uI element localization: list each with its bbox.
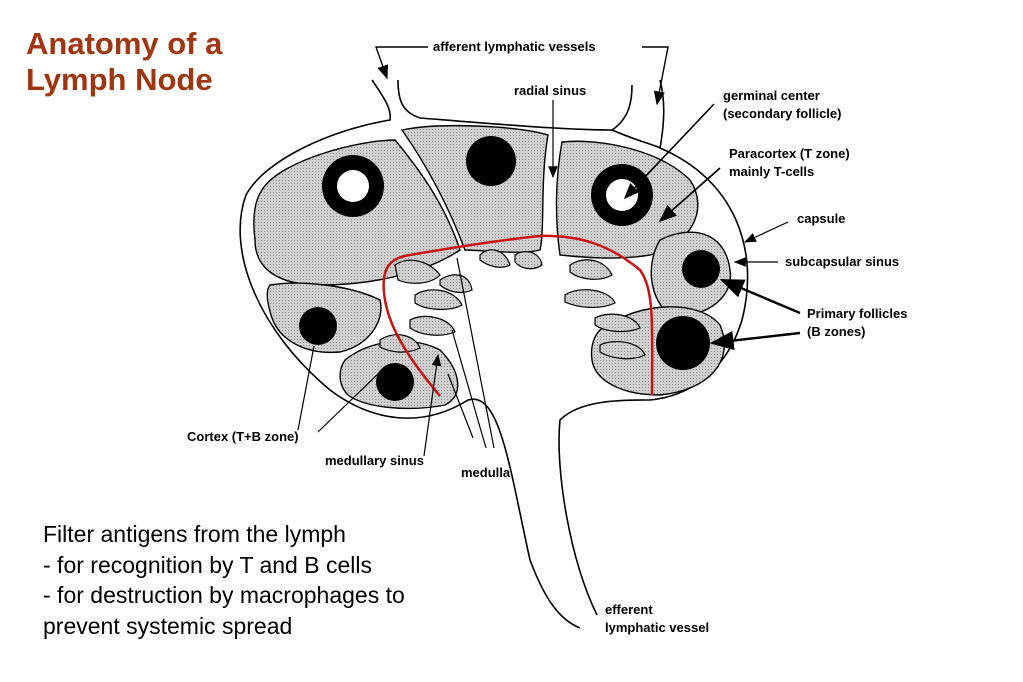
cortex-label: Cortex (T+B zone)	[187, 429, 299, 444]
paracortex-label-1: Paracortex (T zone)	[729, 146, 850, 161]
capsule-pointer	[743, 221, 789, 243]
title-line-1: Anatomy of a	[26, 26, 223, 61]
medulla-pointer-2	[451, 329, 487, 449]
description-line-3: - for destruction by macrophages to	[43, 582, 405, 608]
follicle-bottom	[376, 363, 414, 401]
cortex-pointer-1	[297, 345, 315, 431]
afferent-label: afferent lymphatic vessels	[433, 39, 596, 54]
primary-follicles-pointer-1	[719, 278, 801, 315]
efferent-label-2: lymphatic vessel	[605, 620, 709, 635]
paracortex-label-2: mainly T-cells	[729, 164, 814, 179]
paracortex-pointer	[658, 167, 721, 223]
description-line-1: Filter antigens from the lymph	[43, 521, 346, 547]
medulla-pointer-3	[456, 257, 495, 449]
primary-follicles-label-2: (B zones)	[807, 324, 866, 339]
radial-sinus-label: radial sinus	[514, 83, 586, 98]
page-title: Anatomy of a Lymph Node	[26, 26, 222, 98]
medullary-cords	[379, 249, 646, 360]
germinal-center-right	[591, 164, 653, 226]
subcapsular-sinus-label: subcapsular sinus	[785, 254, 899, 269]
germinal-center-left	[322, 155, 384, 217]
primary-follicles-label-1: Primary follicles	[807, 306, 907, 321]
follicle-lower-left	[299, 307, 337, 345]
germinal-center-label-1: germinal center	[723, 88, 820, 103]
afferent-bracket-left	[375, 46, 428, 80]
description-line-4: prevent systemic spread	[43, 612, 293, 639]
germinal-center-pointer	[623, 103, 715, 200]
primary-follicle-lower-right	[656, 316, 710, 370]
cortex-pointer-2	[317, 371, 381, 433]
primary-follicle-right	[682, 250, 720, 288]
medullary-sinus-label: medullary sinus	[325, 453, 424, 468]
primary-follicles-pointer-2	[709, 331, 801, 351]
medulla-pointer-1	[447, 373, 474, 439]
afferent-bracket-right	[642, 46, 669, 106]
medullary-sinus-pointer	[423, 353, 442, 457]
title-line-2: Lymph Node	[26, 62, 213, 97]
efferent-label-1: efferent	[605, 602, 653, 617]
medulla-label: medulla	[461, 465, 511, 480]
description-text: Filter antigens from the lymph - for rec…	[43, 519, 405, 641]
germinal-center-label-2: (secondary follicle)	[723, 106, 841, 121]
description-line-2: - for recognition by T and B cells	[43, 551, 372, 578]
follicle-upper-middle	[466, 136, 516, 186]
paracortex-boundary	[382, 234, 654, 397]
capsule-label: capsule	[797, 211, 845, 226]
